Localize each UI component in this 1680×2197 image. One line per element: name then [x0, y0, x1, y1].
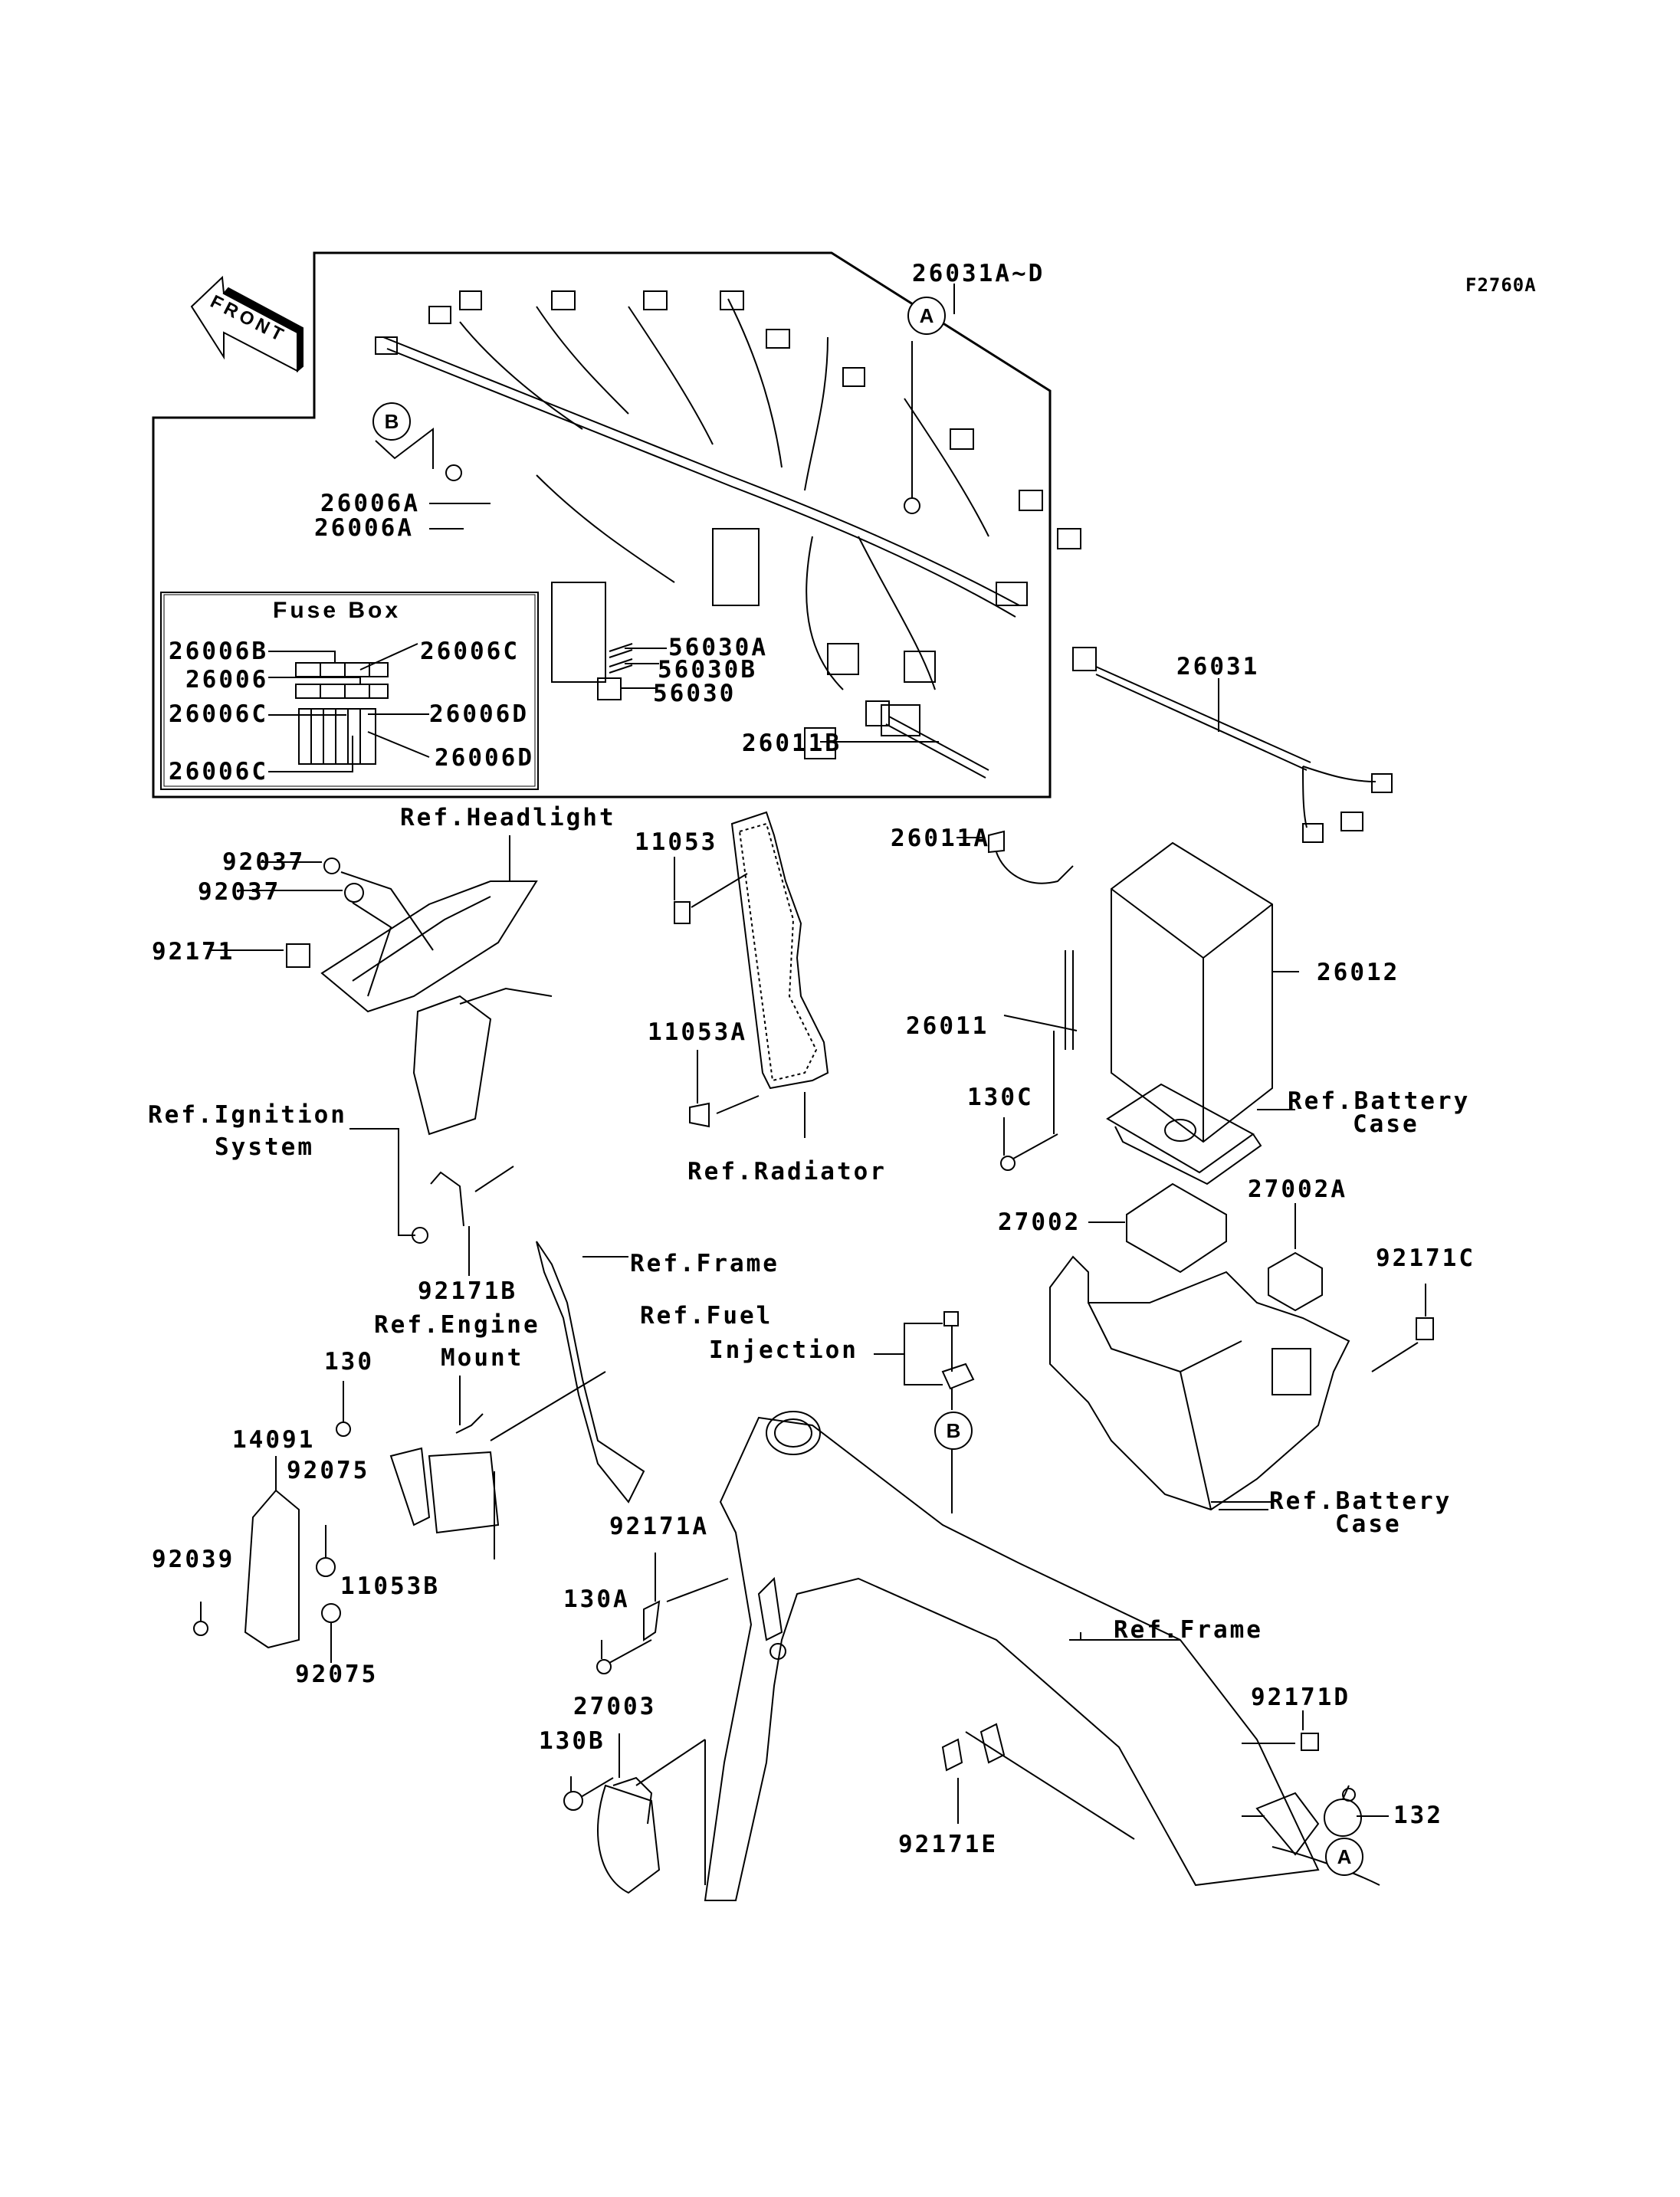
part-92037-2: 92037 [198, 878, 281, 906]
battery-case [1049, 1255, 1350, 1511]
part-130c: 130C [967, 1084, 1034, 1111]
ref-ignition-line1: Ref.Ignition [148, 1101, 347, 1129]
ecu-and-relay [1088, 1182, 1434, 1372]
fuse-label-26006b: 26006B [169, 638, 268, 665]
label-clips [597, 643, 667, 700]
ref-headlight: Ref.Headlight [400, 804, 616, 831]
radiator-screen [674, 811, 829, 1138]
ref-ignition-line2: System [215, 1133, 314, 1161]
part-26011: 26011 [906, 1012, 989, 1040]
part-26006a-2: 26006A [314, 514, 414, 542]
lower-fasteners [563, 1553, 1135, 1894]
part-92039: 92039 [152, 1546, 235, 1573]
part-26031: 26031 [1176, 653, 1260, 680]
fuel-injection-clamps [874, 1311, 975, 1513]
ref-frame-1: Ref.Frame [630, 1250, 779, 1277]
ref-frame-2: Ref.Frame [1114, 1616, 1263, 1644]
ref-engine-mount-line2: Mount [441, 1344, 524, 1372]
figure-code: F2760A [1465, 274, 1537, 296]
fuse-label-26006: 26006 [185, 666, 269, 694]
motorcycle-frame [704, 1411, 1380, 1901]
part-92171b: 92171B [418, 1277, 517, 1305]
part-92075-1: 92075 [287, 1457, 370, 1484]
part-92171a: 92171A [609, 1513, 709, 1540]
part-26006a-1: 26006A [320, 490, 420, 517]
sensor-26011b [820, 700, 989, 779]
ref-battery-case-1-line2: Case [1353, 1110, 1419, 1138]
part-92171e: 92171E [898, 1831, 998, 1858]
fuse-label-26006c-bottom: 26006C [169, 758, 268, 785]
part-27002a: 27002A [1248, 1176, 1347, 1203]
ref-battery-case-1-line1: Ref.Battery [1288, 1087, 1471, 1115]
ref-battery-case-2-line1: Ref.Battery [1269, 1487, 1452, 1515]
ignition-clamp [349, 1128, 514, 1276]
part-92171d: 92171D [1251, 1684, 1350, 1711]
part-130a: 130A [563, 1585, 630, 1613]
part-27003: 27003 [573, 1693, 657, 1720]
fuse-label-26006d-bottom: 26006D [435, 744, 534, 772]
ref-fuel-injection-line1: Ref.Fuel [640, 1302, 773, 1330]
ref-engine-mount-line1: Ref.Engine [374, 1311, 540, 1339]
part-26031a-d: 26031A~D [912, 260, 1045, 287]
part-11053b: 11053B [340, 1572, 440, 1600]
ref-fuel-injection-line2: Injection [709, 1336, 858, 1364]
fuse-box-frame [160, 592, 539, 790]
engine-mount-bracket [193, 1371, 606, 1663]
part-26011a: 26011A [891, 825, 990, 852]
part-27002: 27002 [998, 1208, 1081, 1236]
battery [956, 830, 1299, 1171]
part-92171c: 92171C [1376, 1244, 1475, 1272]
part-130b: 130B [539, 1727, 605, 1755]
part-11053: 11053 [635, 828, 718, 856]
fuse-label-26006c-mid: 26006C [169, 700, 268, 728]
harness-frame-outline [152, 251, 1052, 798]
front-arrow-icon [190, 275, 304, 373]
part-56030: 56030 [653, 680, 737, 707]
fuse-schematic [268, 643, 430, 772]
part-132: 132 [1393, 1802, 1443, 1829]
fuse-box-title: Fuse Box [273, 598, 402, 623]
callout-a-top: A [907, 297, 946, 335]
battery-tray [1106, 1083, 1295, 1185]
ref-radiator: Ref.Radiator [687, 1158, 887, 1185]
leader-lines [429, 284, 1389, 1817]
part-92075-2: 92075 [295, 1661, 379, 1688]
main-harness-drawing [375, 290, 1081, 759]
callout-b-bottom: B [934, 1412, 973, 1450]
fuse-label-26006c-top: 26006C [420, 638, 520, 665]
headlight-bracket [211, 835, 553, 1136]
part-130: 130 [324, 1348, 374, 1376]
fuse-label-26006d-top: 26006D [429, 700, 529, 728]
part-11053a: 11053A [648, 1018, 747, 1046]
ref-battery-case-2-line2: Case [1335, 1510, 1402, 1538]
part-92037-1: 92037 [222, 848, 306, 876]
callout-b-top: B [372, 402, 411, 441]
part-56030a: 56030A [668, 634, 768, 661]
sub-harness-26031 [1072, 647, 1393, 843]
part-92171: 92171 [152, 938, 235, 966]
part-14091: 14091 [232, 1426, 316, 1454]
frame-upright [536, 1241, 645, 1503]
part-56030b: 56030B [658, 656, 757, 684]
callout-a-bottom: A [1325, 1838, 1363, 1876]
part-26012: 26012 [1317, 959, 1400, 986]
part-26011b: 26011B [742, 730, 842, 757]
